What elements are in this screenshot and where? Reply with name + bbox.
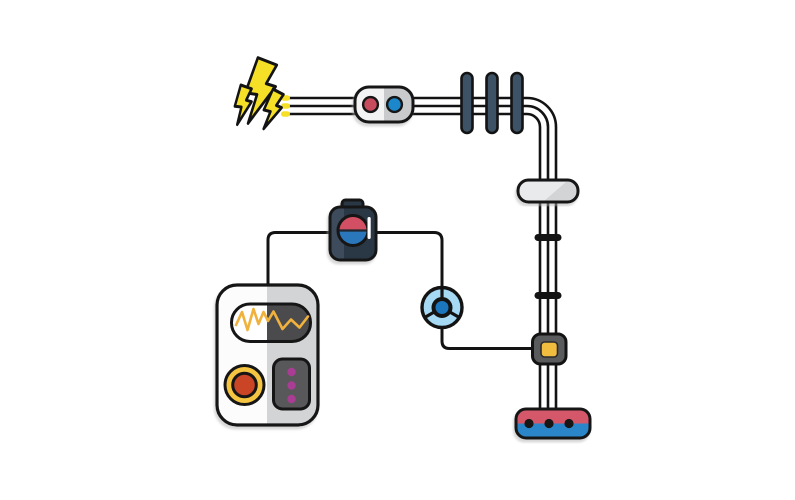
- display-outline: [230, 302, 312, 343]
- power-line-wires: [287, 96, 558, 412]
- lightning-bolts: [233, 55, 286, 133]
- plug-outline: [353, 85, 415, 124]
- circuit-wire: [266, 231, 535, 350]
- terminal-contacts: [524, 418, 574, 429]
- meter-highlight: [367, 217, 371, 239]
- terminal-contact-dot: [524, 418, 534, 429]
- indicator-light-dot: [287, 394, 296, 404]
- power-wire-middle: [287, 104, 550, 412]
- cable-clamp: [516, 178, 580, 204]
- plug-blue-dot: [385, 95, 404, 114]
- power-wire-bottom: [287, 112, 542, 412]
- current-meter: [328, 198, 378, 262]
- terminal-outline: [514, 407, 592, 440]
- power-button-core: [231, 371, 258, 399]
- clamp-outline: [516, 178, 580, 204]
- indicator-lights: [287, 367, 296, 404]
- meter-dial-blue-half: [338, 230, 368, 246]
- fan-indicator: [420, 285, 464, 330]
- cable-tie: [534, 292, 562, 299]
- fan-hub: [431, 297, 453, 318]
- waveform-line: [234, 307, 310, 332]
- clamp-highlight: [518, 182, 566, 201]
- device-outline: [215, 283, 320, 427]
- illustration-root: [215, 55, 592, 440]
- wire-tips: [281, 95, 290, 117]
- wire-tip-icon: [281, 103, 290, 109]
- insulator-bar: [460, 71, 474, 135]
- meter-outline: [328, 205, 378, 262]
- power-wire-top: [287, 96, 558, 412]
- oscilloscope-device: [215, 283, 320, 427]
- wire-tip-icon: [281, 111, 290, 117]
- plug-red-dot: [361, 95, 380, 114]
- cable-tie: [534, 234, 562, 241]
- insulator-bar: [485, 71, 499, 135]
- junction-box: [531, 332, 568, 366]
- indicator-light-dot: [287, 367, 296, 377]
- power-terminal: [514, 407, 592, 440]
- insulator-bar: [510, 71, 524, 135]
- terminal-contact-dot: [564, 418, 574, 429]
- cable-ties: [534, 234, 562, 299]
- terminal-contact-dot: [544, 418, 554, 429]
- indicator-light-dot: [287, 381, 296, 390]
- inline-plug-connector: [353, 85, 415, 124]
- line-insulators: [460, 71, 524, 135]
- junction-box-window: [540, 341, 559, 358]
